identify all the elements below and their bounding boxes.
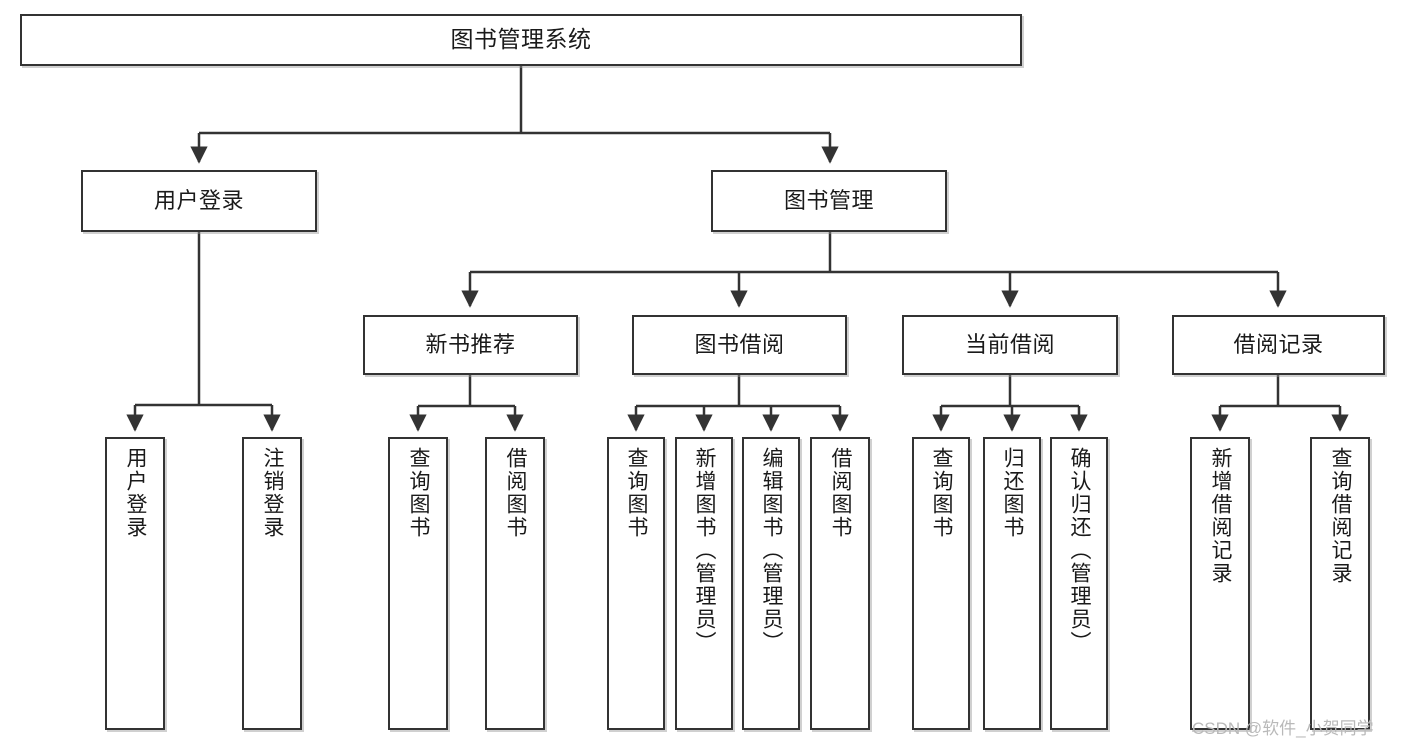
leaf-confirm-return-label: 确认归还（管理员） bbox=[1068, 447, 1092, 654]
leaf-user-login-label: 用户登录 bbox=[124, 447, 148, 539]
leaf-logout[interactable]: 注销登录 bbox=[242, 437, 302, 730]
leaf-query-book-1-label: 查询图书 bbox=[407, 447, 431, 539]
leaf-query-book-1[interactable]: 查询图书 bbox=[388, 437, 448, 730]
node-user-login[interactable]: 用户登录 bbox=[81, 170, 317, 232]
leaf-edit-book-label: 编辑图书（管理员） bbox=[760, 447, 784, 654]
node-user-login-label: 用户登录 bbox=[153, 187, 244, 213]
node-borrow-record[interactable]: 借阅记录 bbox=[1172, 315, 1385, 375]
node-root[interactable]: 图书管理系统 bbox=[20, 14, 1022, 66]
csdn-watermark: CSDN @软件_小贺同学 bbox=[1192, 719, 1374, 738]
leaf-query-borrow-record-label: 查询借阅记录 bbox=[1329, 447, 1353, 585]
leaf-query-book-3[interactable]: 查询图书 bbox=[912, 437, 970, 730]
leaf-add-book[interactable]: 新增图书（管理员） bbox=[675, 437, 733, 730]
leaf-query-book-3-label: 查询图书 bbox=[930, 447, 954, 539]
leaf-confirm-return[interactable]: 确认归还（管理员） bbox=[1050, 437, 1108, 730]
leaf-borrow-book-1[interactable]: 借阅图书 bbox=[485, 437, 545, 730]
node-book-borrow-label: 图书借阅 bbox=[694, 331, 785, 357]
node-current-borrow-label: 当前借阅 bbox=[964, 331, 1055, 357]
node-current-borrow[interactable]: 当前借阅 bbox=[902, 315, 1118, 375]
leaf-add-borrow-record-label: 新增借阅记录 bbox=[1209, 447, 1233, 585]
leaf-logout-label: 注销登录 bbox=[261, 447, 285, 539]
leaf-query-borrow-record[interactable]: 查询借阅记录 bbox=[1310, 437, 1370, 730]
leaf-return-book[interactable]: 归还图书 bbox=[983, 437, 1041, 730]
leaf-borrow-book-1-label: 借阅图书 bbox=[504, 447, 528, 539]
node-new-book-recommend[interactable]: 新书推荐 bbox=[363, 315, 578, 375]
leaf-user-login[interactable]: 用户登录 bbox=[105, 437, 165, 730]
node-book-borrow[interactable]: 图书借阅 bbox=[632, 315, 847, 375]
leaf-add-borrow-record[interactable]: 新增借阅记录 bbox=[1190, 437, 1250, 730]
leaf-query-book-2-label: 查询图书 bbox=[625, 447, 649, 539]
node-root-label: 图书管理系统 bbox=[450, 26, 592, 53]
node-book-manage-label: 图书管理 bbox=[783, 187, 874, 213]
leaf-return-book-label: 归还图书 bbox=[1001, 447, 1025, 539]
leaf-query-book-2[interactable]: 查询图书 bbox=[607, 437, 665, 730]
leaf-borrow-book-2[interactable]: 借阅图书 bbox=[810, 437, 870, 730]
leaf-add-book-label: 新增图书（管理员） bbox=[693, 447, 717, 654]
leaf-edit-book[interactable]: 编辑图书（管理员） bbox=[742, 437, 800, 730]
leaf-borrow-book-2-label: 借阅图书 bbox=[829, 447, 853, 539]
node-borrow-record-label: 借阅记录 bbox=[1233, 331, 1324, 357]
node-book-manage[interactable]: 图书管理 bbox=[711, 170, 947, 232]
node-new-book-recommend-label: 新书推荐 bbox=[425, 331, 516, 357]
